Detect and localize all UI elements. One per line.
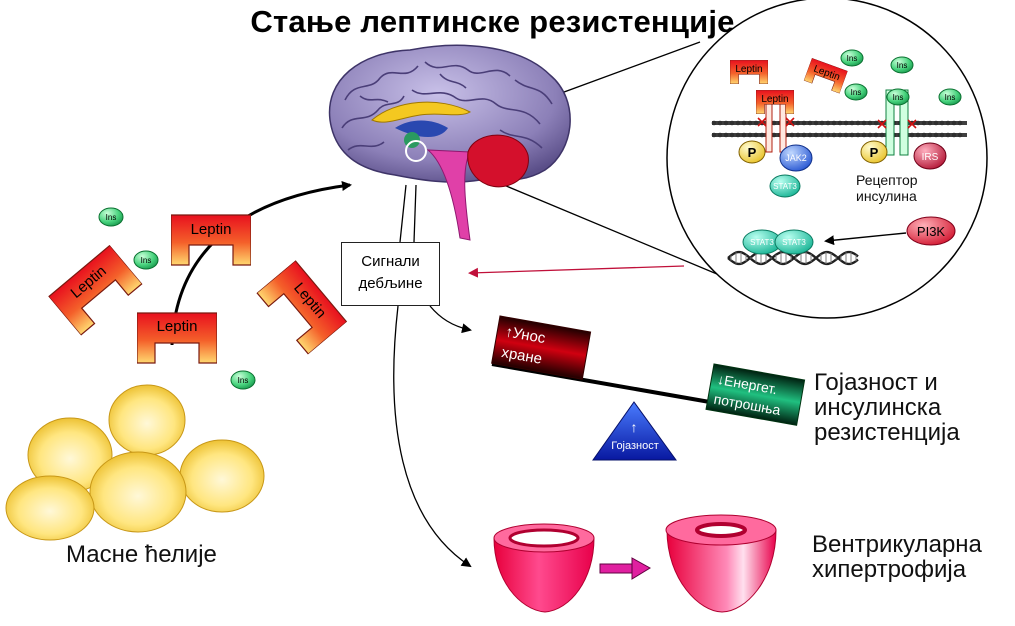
svg-text:↑: ↑	[631, 419, 638, 435]
signal-line-2: дебљине	[358, 275, 423, 292]
hypertrophy-arrow	[599, 557, 651, 580]
phosphate-p: P	[860, 140, 888, 164]
svg-text:Ins: Ins	[106, 213, 117, 222]
fat-cells	[5, 384, 265, 541]
page-title: Стање лептинске резистенције	[250, 4, 735, 39]
outcome-2-line-1: Вентрикуларна	[812, 531, 982, 558]
insulin-molecule: Ins	[230, 370, 256, 390]
stat3-dimer: STAT3 STAT3	[742, 229, 814, 255]
signal-return-arrow	[468, 265, 685, 278]
corpus-callosum	[371, 101, 472, 123]
cell-membrane	[711, 120, 967, 138]
seesaw: ↑ ↑Унос хране ↓Енергет. потрошња	[491, 315, 806, 461]
pi3k-protein: PI3K	[906, 216, 956, 246]
stat3-protein: STAT3	[769, 174, 801, 198]
svg-text:Leptin: Leptin	[157, 318, 198, 335]
svg-text:P: P	[748, 145, 757, 160]
obesity-signals-box: Сигнали дебљине	[341, 242, 440, 306]
svg-text:P: P	[870, 145, 879, 160]
irs-protein: IRS	[913, 142, 947, 170]
receptor-label-line-2: инсулина	[856, 187, 917, 204]
phosphate-p: P	[738, 140, 766, 164]
svg-text:STAT3: STAT3	[782, 238, 806, 247]
outcome-ventricular-hypertrophy: Вентрикуларна хипертрофија	[812, 531, 982, 584]
svg-text:Leptin: Leptin	[761, 94, 788, 105]
leptin-molecule: Leptin	[48, 244, 143, 336]
brainstem	[426, 149, 471, 241]
jak2-protein: JAK2	[779, 144, 813, 172]
insulin-molecule: Ins	[133, 250, 159, 270]
insulin-receptor-label: Рецептор инсулина	[856, 172, 918, 204]
connector-line	[399, 184, 407, 243]
insulin-molecule: Ins	[840, 49, 864, 67]
leptin-molecule: Leptin	[730, 60, 768, 84]
signal-line-1: Сигнали	[361, 253, 420, 270]
receptor-label-line-1: Рецептор	[856, 172, 918, 188]
svg-text:STAT3: STAT3	[750, 238, 774, 247]
hypothalamus-marker	[405, 140, 427, 162]
outcome-1-line-1: Гојазност и	[814, 369, 938, 396]
intake-box: ↑Унос хране	[491, 315, 592, 380]
svg-text:IRS: IRS	[922, 152, 939, 163]
svg-text:PI3K: PI3K	[917, 224, 946, 239]
outcome-1-line-3: резистенција	[814, 419, 960, 447]
svg-text:Ins: Ins	[238, 376, 249, 385]
svg-text:JAK2: JAK2	[785, 153, 807, 163]
svg-text:Leptin: Leptin	[191, 221, 232, 238]
leptin-molecule: Leptin	[756, 90, 794, 114]
svg-text:Ins: Ins	[851, 88, 862, 97]
heart-hypertrophied	[665, 514, 777, 613]
insulin-molecule: Ins	[886, 88, 910, 106]
heart-normal	[493, 523, 595, 613]
fat-cells-label: Масне ћелије	[66, 541, 217, 568]
connector-line	[413, 184, 417, 243]
svg-text:Ins: Ins	[945, 93, 956, 102]
insulin-molecule: Ins	[98, 207, 124, 227]
seesaw-fulcrum	[592, 401, 677, 461]
svg-text:↑Унос: ↑Унос	[504, 323, 547, 347]
insulin-molecule: Ins	[938, 88, 962, 106]
fulcrum-label: Гојазност	[611, 440, 659, 452]
svg-text:Ins: Ins	[897, 61, 908, 70]
svg-text:Ins: Ins	[847, 54, 858, 63]
expenditure-box: ↓Енергет. потрошња	[705, 363, 806, 426]
cerebellum	[467, 134, 529, 188]
insulin-molecule: Ins	[844, 83, 868, 101]
outcome-2-line-2: хипертрофија	[812, 556, 967, 584]
svg-text:Ins: Ins	[893, 93, 904, 102]
insulin-molecule: Ins	[890, 56, 914, 74]
arrow-to-heart	[393, 305, 472, 568]
brain-illustration	[328, 44, 571, 241]
svg-text:хране: хране	[500, 344, 543, 368]
svg-text:STAT3: STAT3	[773, 182, 797, 191]
leptin-molecule: Leptin	[137, 312, 217, 364]
svg-text:Ins: Ins	[141, 256, 152, 265]
arrow-to-seesaw	[429, 305, 472, 334]
outcome-1-line-2: инсулинска	[814, 394, 942, 422]
svg-text:Leptin: Leptin	[735, 64, 762, 75]
leptin-molecule: Leptin	[171, 214, 251, 266]
pi3k-arrow	[824, 232, 907, 246]
outcome-obesity-insulin-resistance: Гојазност и инсулинска резистенција	[814, 370, 960, 446]
dna-strand	[727, 250, 859, 266]
leptin-molecule: Leptin	[256, 260, 348, 355]
